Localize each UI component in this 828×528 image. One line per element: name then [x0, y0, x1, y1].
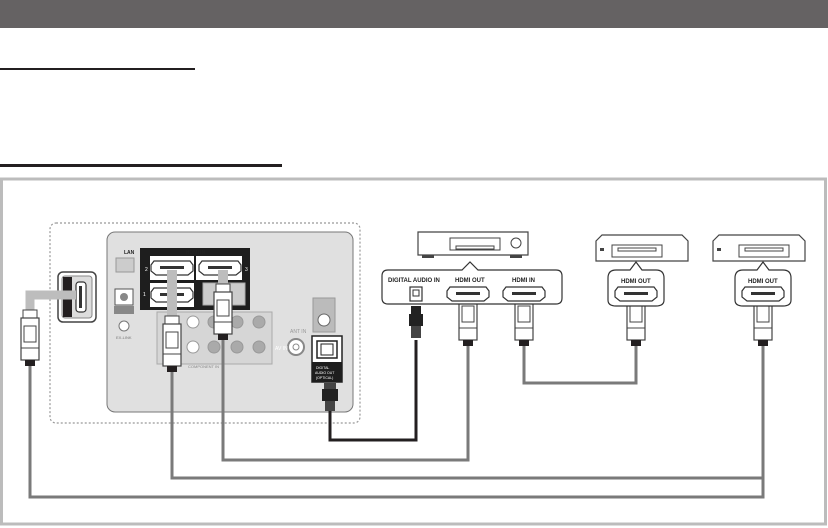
hdmi-port-1-label: 1: [143, 292, 146, 298]
diagram-frame: [0, 177, 827, 526]
cable-receiver-to-player1: [522, 340, 638, 385]
lan-port-icon: [115, 257, 135, 273]
cable-optical: [328, 340, 418, 442]
hdmi-port-2-label: 2: [145, 267, 148, 273]
receiver-hdmi-in-label: HDMI IN: [512, 278, 535, 284]
receiver-hdmi-out-port: [446, 286, 490, 302]
player-2-hdmi-out-label: HDMI OUT: [748, 279, 778, 285]
hdmi-in-label: HDMI IN: [186, 250, 206, 256]
component-jacks: [186, 315, 266, 354]
receiver-digital-audio-in-label: DIGITAL AUDIO IN: [388, 278, 440, 284]
player-1-hdmi-out-port: [614, 286, 658, 302]
optical-plug-receiver: [409, 306, 423, 338]
hdmi-port-3-label: 3: [245, 267, 248, 273]
cable-hdmi3-to-receiver: [221, 335, 470, 462]
cable-hdmi2-to-player2: [170, 368, 763, 480]
ex-link-port: [118, 320, 130, 332]
receiver-device: [417, 231, 529, 258]
svg-text:AUDIO OUT: AUDIO OUT: [315, 371, 335, 375]
section-header-bar: [0, 0, 828, 28]
hdmi-plug-tv-3: [213, 283, 233, 341]
subheading-rule-2: [0, 164, 282, 167]
receiver-hdmi-out-label: HDMI OUT: [455, 278, 485, 284]
subheading-rule-1: [0, 68, 195, 70]
lan-label: LAN: [124, 250, 135, 256]
ant-in-label: ANT IN: [290, 329, 307, 335]
player-2-hdmi-out-port: [741, 286, 785, 302]
optical-plug-tv: [322, 383, 338, 411]
component-in-label: COMPONENT IN: [188, 364, 219, 369]
ex-link-label: EX-LINK: [116, 335, 132, 340]
digital-audio-out-label: DIGITAL: [316, 366, 329, 370]
hdmi-plug-side: [20, 309, 40, 367]
cable-side-hdmi-to-player2: [28, 340, 765, 499]
player-2-device: [712, 234, 806, 262]
side-cable-body: [25, 290, 76, 314]
svg-text:(OPTICAL): (OPTICAL): [316, 376, 333, 380]
hdmi-plug-tv-2: [162, 315, 182, 373]
player-1-device: [595, 234, 689, 262]
player-1-hdmi-out-label: HDMI OUT: [621, 279, 651, 285]
av-in-label: AV IN: [275, 346, 288, 352]
tv-outline: [49, 222, 361, 424]
receiver-hdmi-in-port: [502, 286, 546, 302]
